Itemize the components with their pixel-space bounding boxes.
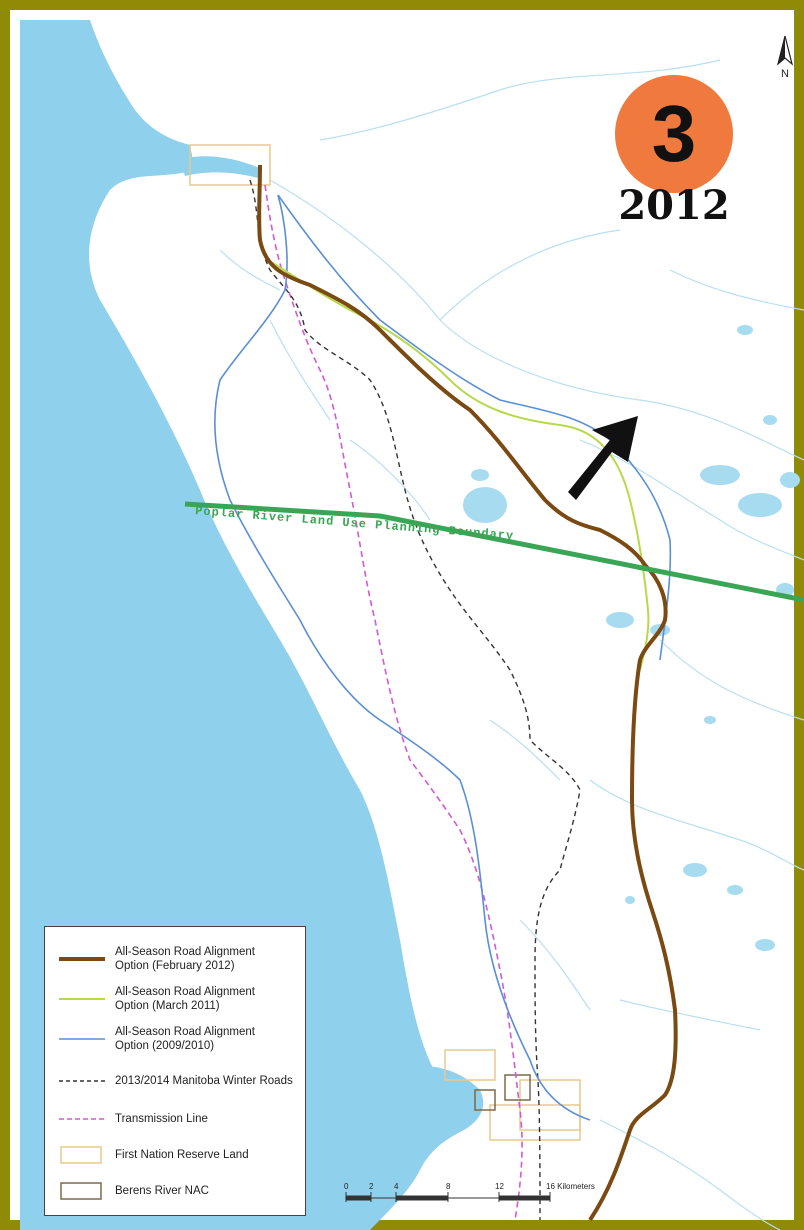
legend: All-Season Road Alignment Option (Februa…	[44, 926, 306, 1216]
planning-boundary-line	[184, 501, 804, 603]
reserve-land-boxes	[189, 144, 581, 1141]
rivers	[219, 59, 804, 1230]
legend-symbol-dark-dashed-line	[59, 1080, 105, 1082]
route-2009-2010-east	[277, 194, 672, 661]
transmission-line	[264, 184, 523, 1221]
north-arrow-icon	[776, 35, 794, 66]
legend-item-winter-roads: 2013/2014 Manitoba Winter Roads	[57, 1061, 303, 1101]
legend-symbol-magenta-dashed-line	[59, 1118, 105, 1120]
legend-item-2009-2010: All-Season Road Alignment Option (2009/2…	[57, 1019, 303, 1059]
legend-label: First Nation Reserve Land	[115, 1149, 249, 1161]
legend-symbol-thick-brown-line	[59, 957, 105, 961]
north-label: N	[781, 68, 789, 80]
legend-symbol-tan-box	[60, 1146, 102, 1164]
pointer-arrow	[568, 416, 638, 500]
legend-item-reserve-land: First Nation Reserve Land	[57, 1135, 303, 1175]
legend-item-march-2011: All-Season Road Alignment Option (March …	[57, 979, 303, 1019]
south-bay-water	[320, 1066, 484, 1230]
legend-label: 2013/2014 Manitoba Winter Roads	[115, 1075, 293, 1087]
map-number-badge: 3	[615, 75, 733, 193]
badge-number: 3	[651, 89, 697, 178]
berens-river-nac-boxes	[474, 1074, 531, 1111]
legend-label: Transmission Line	[115, 1113, 208, 1125]
north-inlet-water	[180, 156, 260, 178]
legend-symbol-lime-line	[59, 998, 105, 1000]
legend-item-february-2012: All-Season Road Alignment Option (Februa…	[57, 939, 303, 979]
legend-label: All-Season Road Alignment Option (Februa…	[115, 946, 255, 972]
legend-item-transmission-line: Transmission Line	[57, 1099, 303, 1139]
scale-tick-8: 8	[446, 1182, 451, 1191]
route-february-2012	[257, 164, 678, 1222]
winter-roads	[249, 179, 581, 1221]
scale-tick-16: 16 Kilometers	[546, 1182, 595, 1191]
scale-bar: 0 2 4 8 12 16 Kilometers	[344, 1182, 595, 1202]
route-2009-2010	[214, 194, 591, 1121]
legend-label: Berens River NAC	[115, 1185, 209, 1197]
north-arrow: N	[774, 34, 796, 84]
legend-symbol-blue-line	[59, 1038, 105, 1040]
legend-label: All-Season Road Alignment Option (2009/2…	[115, 1026, 255, 1052]
scale-tick-4: 4	[394, 1182, 399, 1191]
scale-tick-12: 12	[495, 1182, 504, 1191]
legend-label: All-Season Road Alignment Option (March …	[115, 986, 255, 1012]
badge-year: 2012	[618, 182, 730, 229]
legend-item-berens-river-nac: Berens River NAC	[57, 1171, 303, 1211]
scale-tick-2: 2	[369, 1182, 374, 1191]
small-lakes	[463, 325, 800, 951]
legend-symbol-brown-box	[60, 1182, 102, 1200]
scale-tick-0: 0	[344, 1182, 349, 1191]
